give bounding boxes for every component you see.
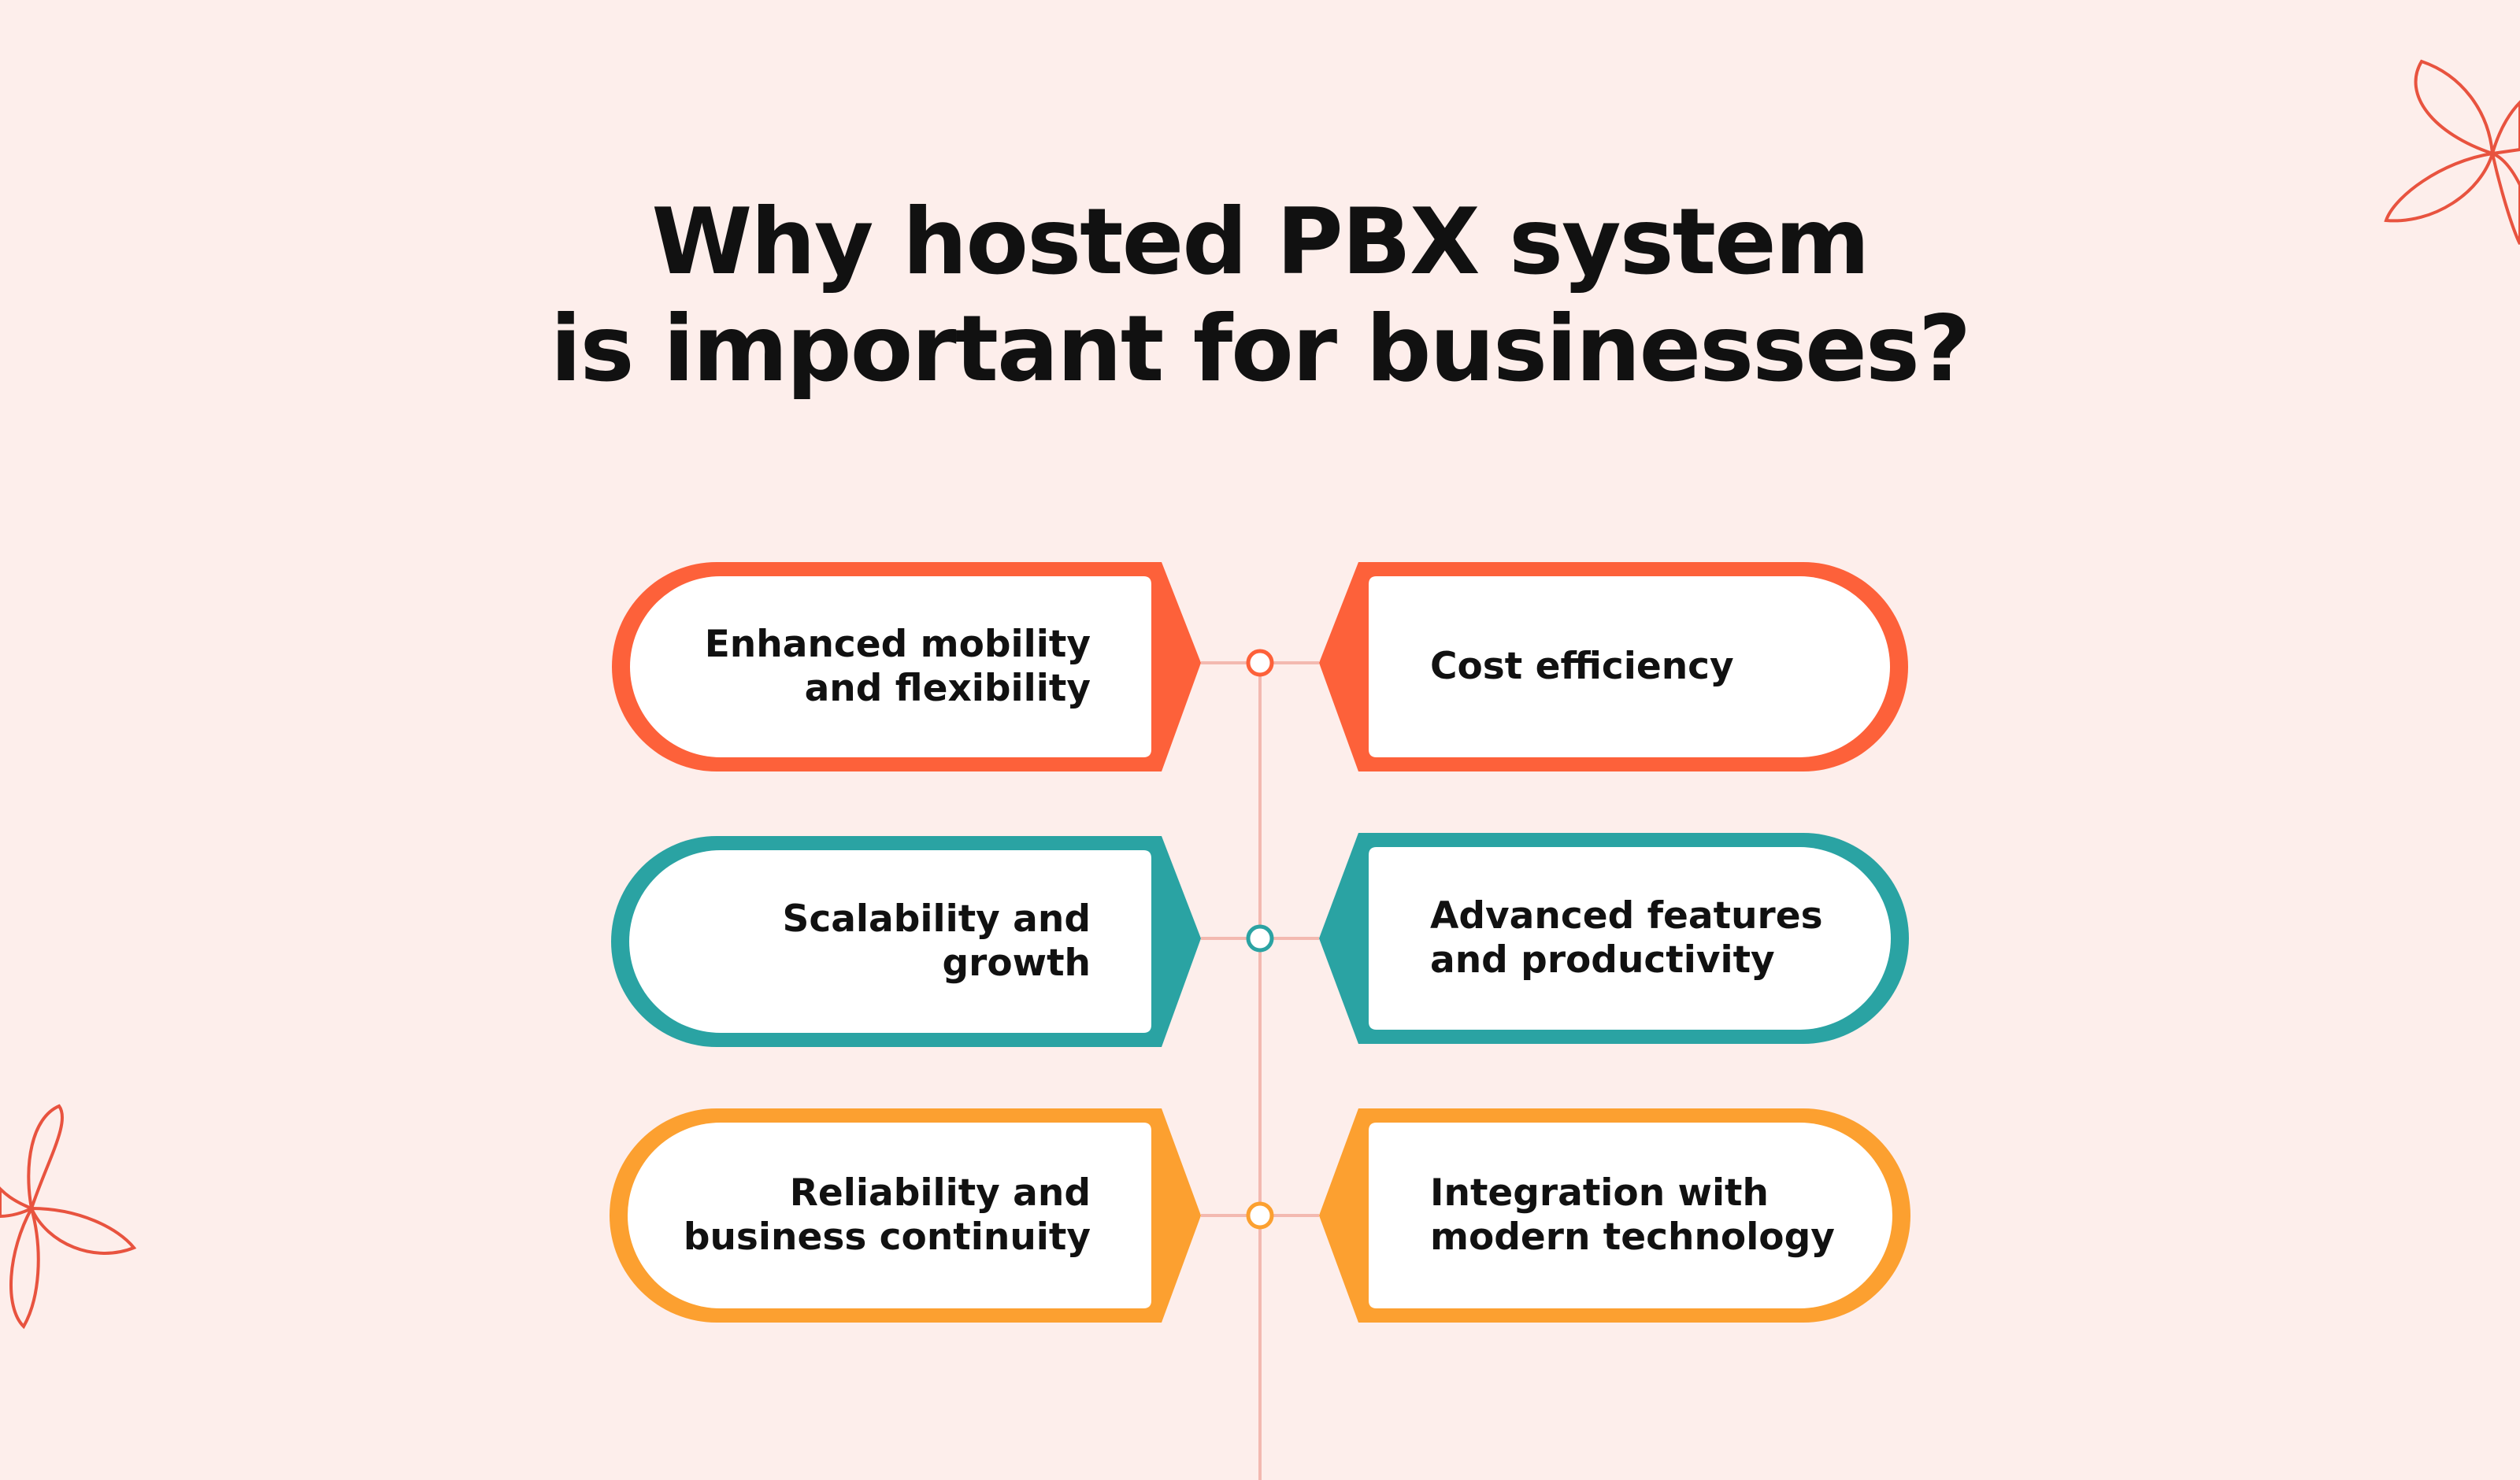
left-card-3-text: Reliability and business continuity [602,1121,1091,1310]
right-card-2-line-2: and productivity [1430,938,1918,982]
right-card-2-text: Advanced features and productivity [1430,844,1918,1033]
right-card-3-line-2: modern technology [1430,1215,1918,1260]
left-card-3-line-2: business continuity [602,1215,1091,1260]
connector-node-3 [1248,1204,1272,1227]
right-card-2-line-1: Advanced features [1430,894,1918,938]
connector-node-2 [1248,927,1272,950]
left-card-2-line-2: growth [602,942,1091,986]
flower-decoration-top-right [2386,61,2520,244]
left-card-2-text: Scalability and growth [602,847,1091,1036]
right-card-1-text: Cost efficiency [1430,572,1918,761]
connector-node-1 [1248,651,1272,675]
right-card-1-line-1: Cost efficiency [1430,645,1918,689]
left-card-1-line-2: and flexibility [602,667,1091,711]
left-card-2-line-1: Scalability and [602,897,1091,942]
left-card-1-line-1: Enhanced mobility [602,623,1091,667]
left-card-1-text: Enhanced mobility and flexibility [602,572,1091,761]
left-card-3-line-1: Reliability and [602,1171,1091,1215]
right-card-3-text: Integration with modern technology [1430,1121,1918,1310]
flower-decoration-bottom-left [0,1106,134,1326]
right-card-3-line-1: Integration with [1430,1171,1918,1215]
